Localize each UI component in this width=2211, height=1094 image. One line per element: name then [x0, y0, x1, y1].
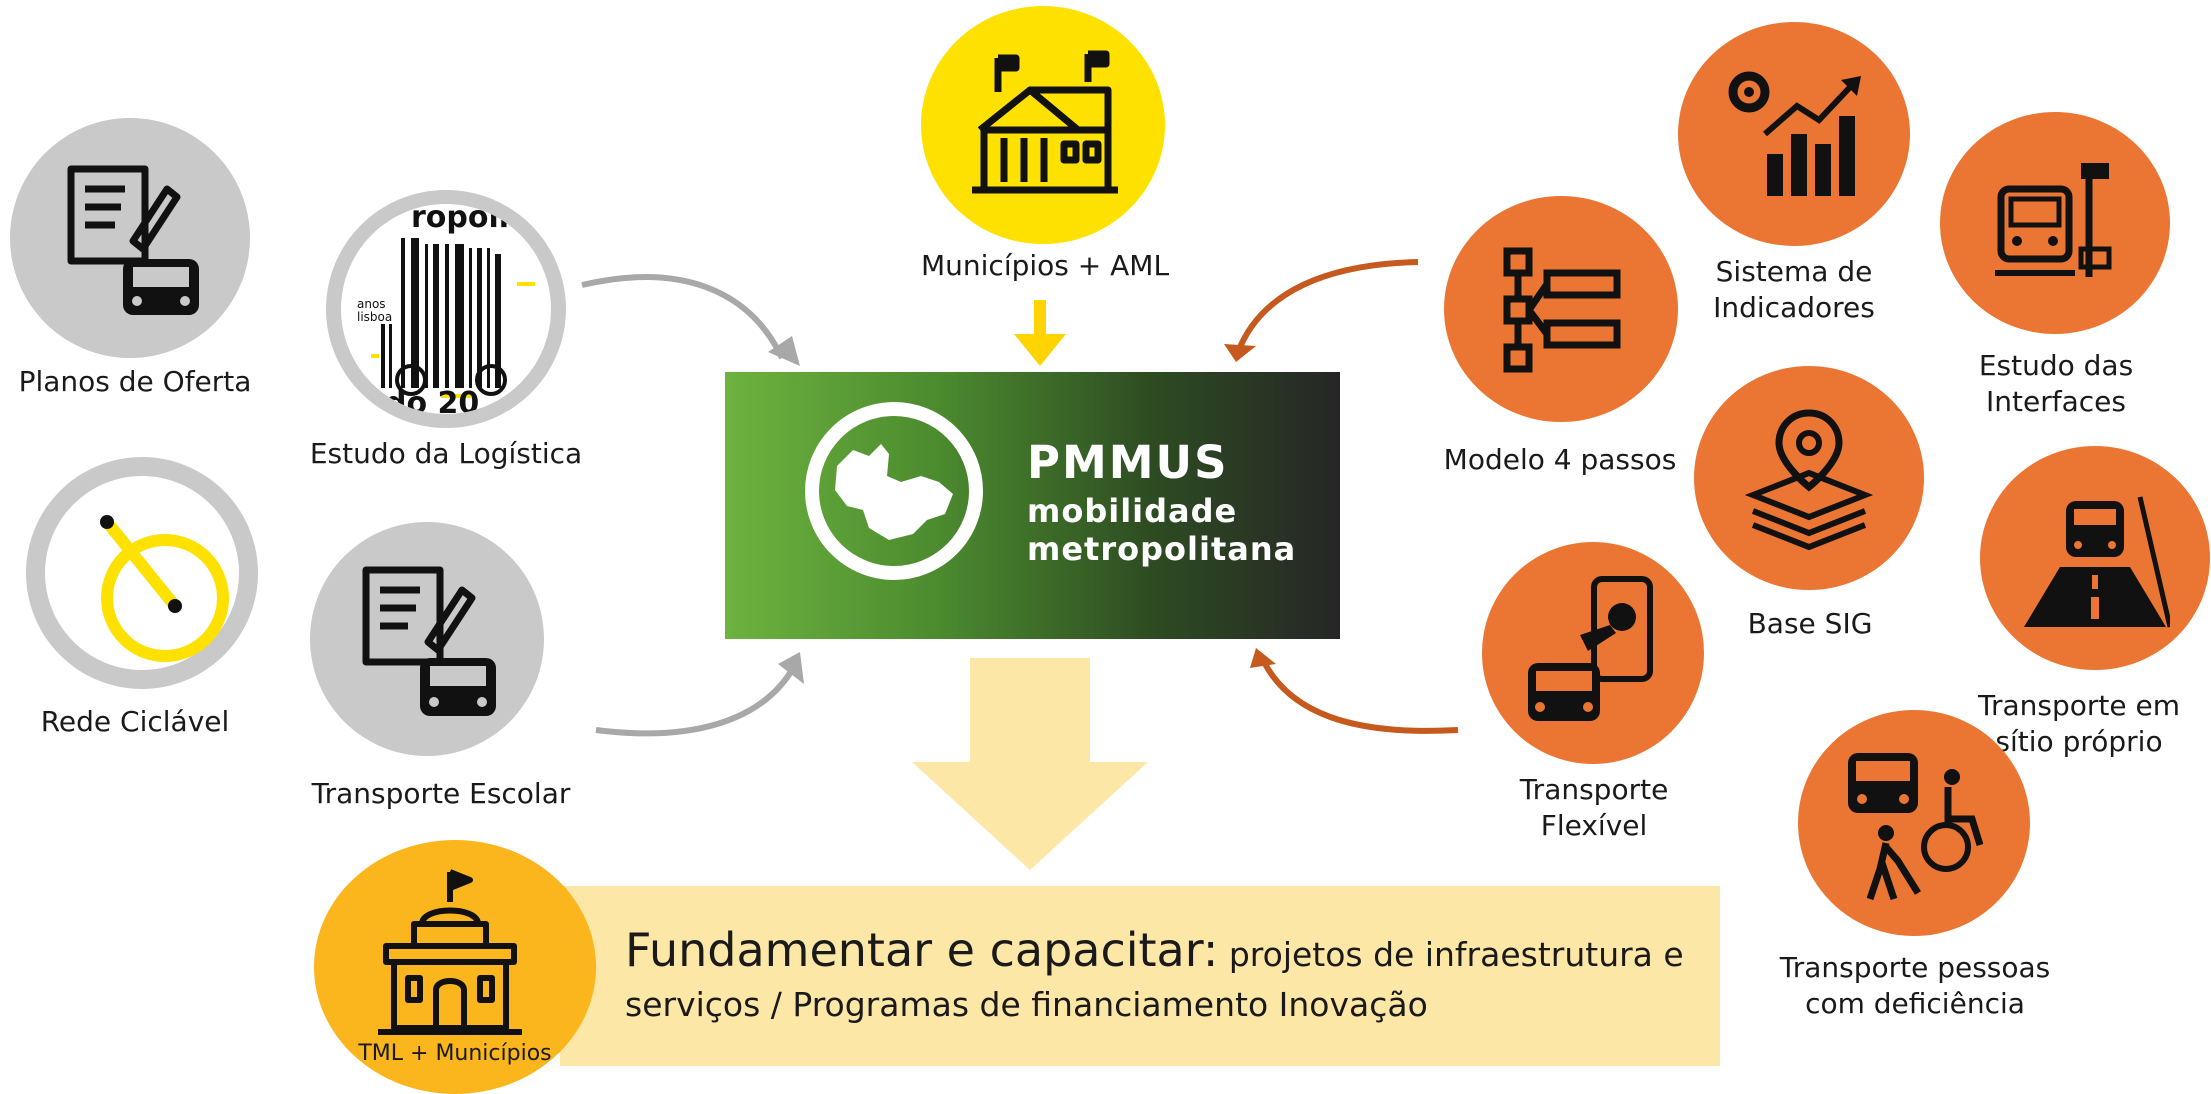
- pmmus-subtitle-line1: mobilidade: [1027, 492, 1238, 530]
- phone-bus-icon: [1528, 576, 1653, 721]
- transporte-deficiencia-node: [1798, 710, 2030, 936]
- logistica-cover-image: ropolita anos lisboa do 20: [341, 204, 551, 414]
- base-sig-label: Base SIG: [1747, 607, 1873, 640]
- pmmus-subtitle-line2: metropolitana: [1027, 530, 1297, 568]
- sistema-indicadores-node: [1678, 22, 1910, 246]
- pmmus-subtitle: mobilidade metropolitana: [1027, 492, 1296, 568]
- arrow-head-escolar: [778, 652, 804, 684]
- estudo-interfaces-label: Estudo das Interfaces: [1916, 348, 2196, 420]
- transporte-escolar-node: [310, 522, 544, 756]
- arrow-head-flexivel: [1250, 648, 1276, 668]
- municipios-aml-node: [921, 6, 1165, 244]
- modelo-4-passos-label: Modelo 4 passos: [1443, 443, 1677, 476]
- chart-gear-icon: [1728, 71, 1861, 196]
- estudo-logistica-node: ropolita anos lisboa do 20: [326, 190, 566, 428]
- accessibility-bus-icon: [1848, 753, 1984, 901]
- municipios-aml-label: Municípios + AML: [921, 249, 1170, 282]
- map-icon: [835, 444, 953, 540]
- town-hall-icon: [972, 50, 1118, 194]
- transporte-sitio-proprio-label: Transporte em sítio próprio: [1950, 688, 2208, 760]
- document-bus-icon: [67, 165, 199, 315]
- transporte-sitio-proprio-line2: sítio próprio: [1995, 725, 2163, 758]
- document-bus-icon: [362, 566, 496, 716]
- planos-oferta-label: Planos de Oferta: [18, 365, 252, 398]
- transporte-sitio-proprio-line1: Transporte em: [1977, 689, 2180, 722]
- sistema-indicadores-line2: Indicadores: [1713, 291, 1875, 324]
- logistica-cover-footer: do 20: [385, 386, 480, 414]
- bottom-statement-lead: Fundamentar e capacitar:: [625, 923, 1219, 977]
- logistica-cover-subtitle-line2: lisboa: [357, 310, 393, 324]
- tml-municipios-node: [314, 840, 596, 1094]
- bottom-statement-rest: projetos de infraestrutura e: [1218, 935, 1684, 974]
- bus-lane-icon: [2024, 496, 2170, 628]
- logistica-cover-subtitle-line1: anos: [357, 297, 386, 311]
- sistema-indicadores-label: Sistema de Indicadores: [1654, 254, 1934, 326]
- metropolitan-map-logo: [805, 402, 983, 580]
- sistema-indicadores-line1: Sistema de: [1715, 255, 1873, 288]
- truck-barcode-icon: [371, 238, 535, 398]
- transporte-flexivel-line2: Flexível: [1540, 809, 1648, 842]
- arrow-head-modelo: [1224, 344, 1256, 362]
- cycle-path-icon: [100, 515, 229, 662]
- estudo-interfaces-node: [1940, 112, 2170, 334]
- logistica-cover-title: ropolita: [411, 204, 544, 235]
- bottom-statement-line2: serviços / Programas de financiamento In…: [625, 985, 1428, 1024]
- transporte-deficiencia-label: Transporte pessoas com deficiência: [1770, 950, 2060, 1022]
- train-station-icon: [1995, 163, 2112, 277]
- rede-ciclavel-node: [26, 457, 258, 689]
- estudo-interfaces-line2: Interfaces: [1986, 385, 2126, 418]
- big-down-arrow: [912, 762, 1148, 870]
- city-hall-icon: [378, 869, 522, 1035]
- transporte-deficiencia-line2: com deficiência: [1805, 987, 2025, 1020]
- pmmus-center-box: PMMUS mobilidade metropolitana: [725, 372, 1340, 639]
- transporte-flexivel-line1: Transporte: [1519, 773, 1669, 806]
- estudo-logistica-label: Estudo da Logística: [309, 437, 583, 470]
- planos-oferta-node: [10, 118, 250, 358]
- modelo-4-passos-node: [1444, 196, 1678, 422]
- transporte-escolar-label: Transporte Escolar: [311, 777, 571, 810]
- estudo-interfaces-line1: Estudo das: [1978, 349, 2134, 382]
- tml-municipios-label: TML + Municípios: [358, 1041, 552, 1066]
- rede-ciclavel-label: Rede Ciclável: [40, 705, 230, 738]
- arrow-head-logistica: [768, 336, 800, 366]
- transporte-sitio-proprio-node: [1980, 446, 2210, 670]
- arrow-head-municipios: [1014, 334, 1066, 366]
- logistica-cover-subtitle: anos lisboa: [357, 298, 392, 324]
- bottom-statement: Fundamentar e capacitar: projetos de inf…: [625, 925, 1705, 1030]
- bottom-statement-bar: [560, 886, 1720, 1066]
- transporte-deficiencia-line1: Transporte pessoas: [1779, 951, 2051, 984]
- base-sig-node: [1694, 366, 1924, 590]
- layers-pin-icon: [1744, 409, 1874, 551]
- rede-ciclavel-inner: [45, 476, 239, 670]
- transporte-flexivel-label: Transporte Flexível: [1454, 772, 1734, 844]
- transporte-flexivel-node: [1482, 542, 1704, 764]
- bottom-statement-line1: Fundamentar e capacitar: projetos de inf…: [625, 925, 1705, 980]
- flowchart-icon: [1503, 247, 1621, 373]
- pmmus-title: PMMUS: [1027, 436, 1229, 489]
